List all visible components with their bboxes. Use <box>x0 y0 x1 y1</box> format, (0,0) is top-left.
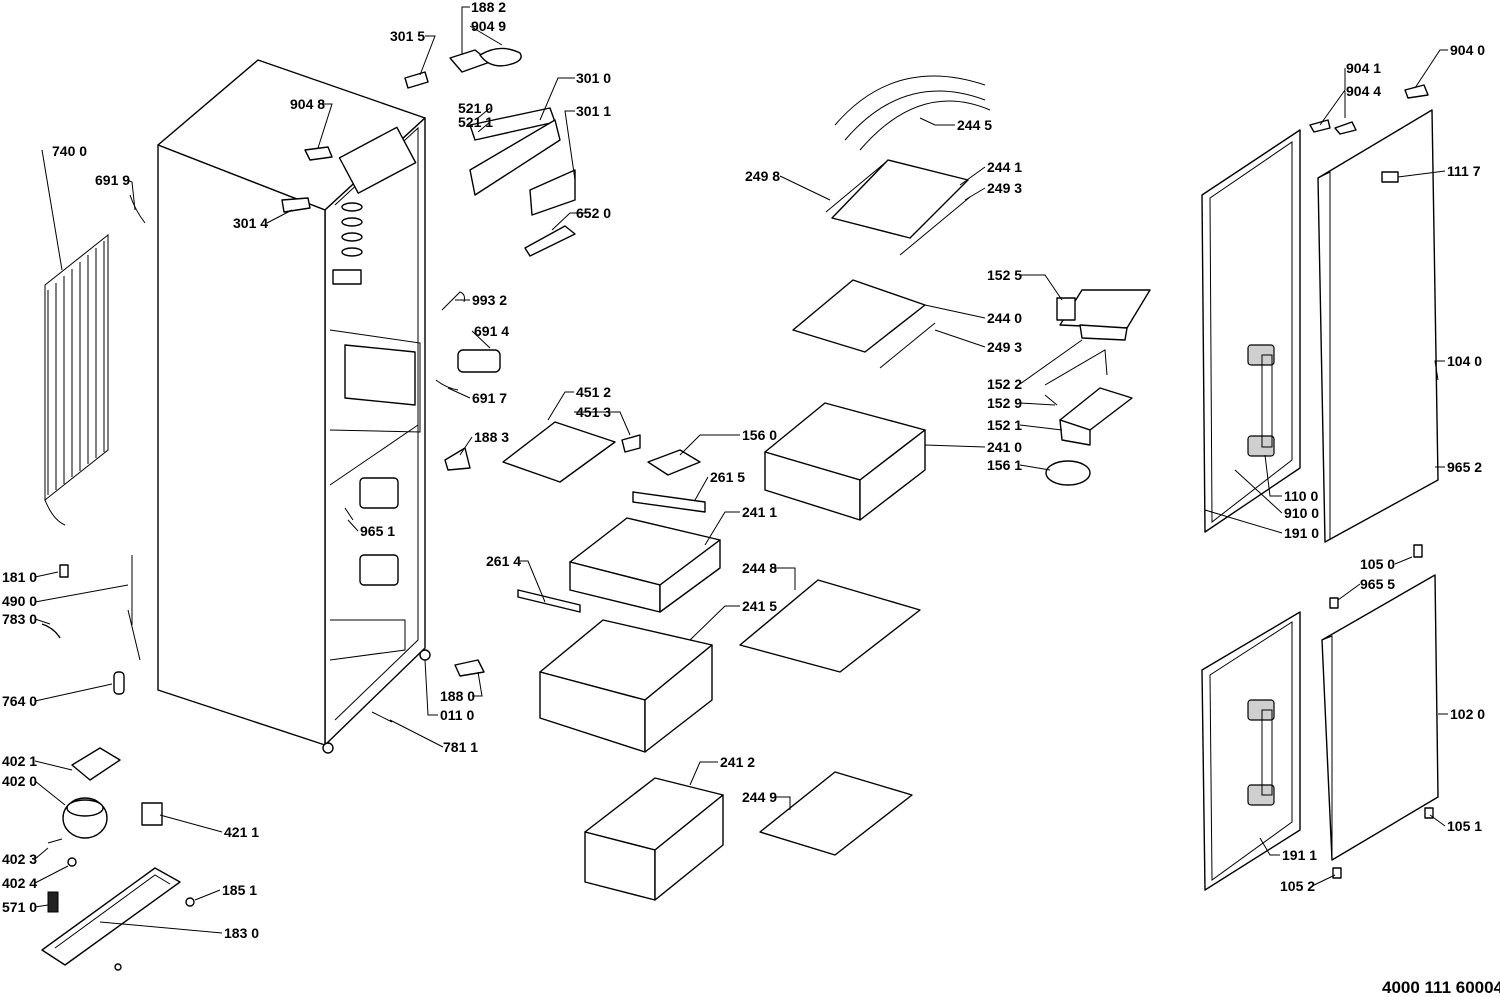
callout-521-0: 521 0 <box>458 100 493 116</box>
callout-402-1: 402 1 <box>2 753 37 769</box>
drawers <box>539 402 926 901</box>
callout-244-0: 244 0 <box>987 310 1022 326</box>
callout-185-1: 185 1 <box>222 882 257 898</box>
callout-152-1: 152 1 <box>987 417 1022 433</box>
door-bins <box>1044 289 1151 486</box>
compressor-parts <box>41 747 195 971</box>
callout-965-2: 965 2 <box>1447 459 1482 475</box>
callout-904-0: 904 0 <box>1450 42 1485 58</box>
callout-783-0: 783 0 <box>2 611 37 627</box>
callout-105-0: 105 0 <box>1360 556 1395 572</box>
callout-301-0: 301 0 <box>576 70 611 86</box>
callout-249-3-upper: 249 3 <box>987 180 1022 196</box>
callout-152-2: 152 2 <box>987 376 1022 392</box>
callout-764-0: 764 0 <box>2 693 37 709</box>
interior-parts <box>344 291 706 723</box>
callout-188-2: 188 2 <box>471 0 506 15</box>
callout-183-0: 183 0 <box>224 925 259 941</box>
upper-door <box>1201 84 1439 543</box>
callout-490-0: 490 0 <box>2 593 37 609</box>
callout-781-1: 781 1 <box>443 739 478 755</box>
shelves <box>739 75 991 856</box>
cabinet <box>157 59 431 754</box>
callout-261-4: 261 4 <box>486 553 521 569</box>
callout-993-2: 993 2 <box>472 292 507 308</box>
callout-188-0: 188 0 <box>440 688 475 704</box>
callout-191-1: 191 1 <box>1282 847 1317 863</box>
callout-191-0: 191 0 <box>1284 525 1319 541</box>
callout-691-4: 691 4 <box>474 323 509 339</box>
callout-965-1: 965 1 <box>360 523 395 539</box>
callout-691-7: 691 7 <box>472 390 507 406</box>
callout-691-9: 691 9 <box>95 172 130 188</box>
callout-156-0: 156 0 <box>742 427 777 443</box>
callout-904-1: 904 1 <box>1346 60 1381 76</box>
callout-740-0: 740 0 <box>52 143 87 159</box>
callout-152-5: 152 5 <box>987 267 1022 283</box>
callout-241-5: 241 5 <box>742 598 777 614</box>
callout-904-8: 904 8 <box>290 96 325 112</box>
callout-904-9: 904 9 <box>471 18 506 34</box>
document-number: 4000 111 60004 <box>1382 978 1500 997</box>
callout-241-2: 241 2 <box>720 754 755 770</box>
callout-156-1: 156 1 <box>987 457 1022 473</box>
callout-421-1: 421 1 <box>224 824 259 840</box>
lower-door <box>1201 544 1439 891</box>
callout-249-3-lower: 249 3 <box>987 339 1022 355</box>
callout-244-1: 244 1 <box>987 159 1022 175</box>
callout-249-8: 249 8 <box>745 168 780 184</box>
callout-521-1: 521 1 <box>458 114 493 130</box>
callout-181-0: 181 0 <box>2 569 37 585</box>
callout-105-2: 105 2 <box>1280 878 1315 894</box>
callout-910-0: 910 0 <box>1284 505 1319 521</box>
leader-lines <box>34 6 1448 934</box>
callout-111-7: 111 7 <box>1447 163 1481 179</box>
callout-301-4: 301 4 <box>233 215 268 231</box>
callout-104-0: 104 0 <box>1447 353 1482 369</box>
callout-451-2: 451 2 <box>576 384 611 400</box>
callout-301-1: 301 1 <box>576 103 611 119</box>
callout-244-5: 244 5 <box>957 117 992 133</box>
top-parts <box>281 47 576 257</box>
callout-904-4: 904 4 <box>1346 83 1381 99</box>
condenser-parts <box>41 194 146 695</box>
callout-011-0: 011 0 <box>440 707 474 723</box>
callout-652-0: 652 0 <box>576 205 611 221</box>
callout-188-3: 188 3 <box>474 429 509 445</box>
callout-152-9: 152 9 <box>987 395 1022 411</box>
callout-402-0: 402 0 <box>2 773 37 789</box>
callout-110-0: 110 0 <box>1284 488 1318 504</box>
callout-261-5: 261 5 <box>710 469 745 485</box>
callout-571-0: 571 0 <box>2 899 37 915</box>
callout-102-0: 102 0 <box>1450 706 1485 722</box>
callout-241-1: 241 1 <box>742 504 777 520</box>
callout-965-5: 965 5 <box>1360 576 1395 592</box>
callout-241-0: 241 0 <box>987 439 1022 455</box>
callout-105-1: 105 1 <box>1447 818 1482 834</box>
callout-244-9: 244 9 <box>742 789 777 805</box>
callout-451-3: 451 3 <box>576 404 611 420</box>
callout-244-8: 244 8 <box>742 560 777 576</box>
callout-402-4: 402 4 <box>2 875 37 891</box>
callout-402-3: 402 3 <box>2 851 37 867</box>
callout-301-5: 301 5 <box>390 28 425 44</box>
